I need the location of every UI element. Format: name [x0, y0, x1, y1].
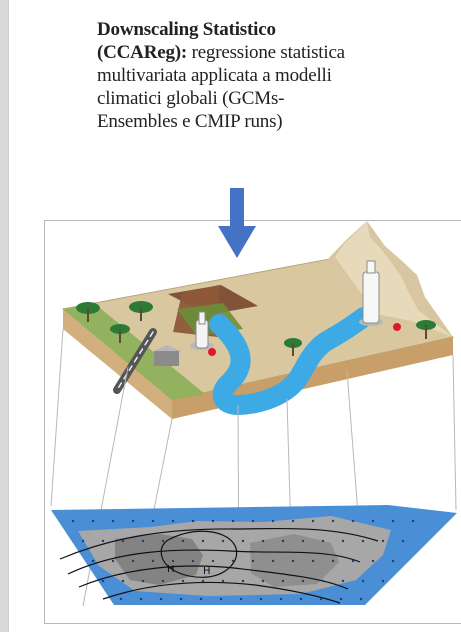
- red-marker-icon: [393, 323, 401, 331]
- slide-canvas: Downscaling Statistico (CCAReg): regress…: [8, 0, 461, 632]
- weather-station-icon: [190, 311, 214, 350]
- title-line-2: (CCAReg): regressione statistica: [97, 41, 447, 64]
- down-arrow-svg: [218, 188, 256, 258]
- slide-title: Downscaling Statistico (CCAReg): regress…: [97, 18, 447, 133]
- terrain-block: [61, 221, 455, 419]
- down-arrow-icon: [218, 188, 256, 258]
- title-line-1: Downscaling Statistico: [97, 18, 447, 41]
- downscaling-illustration: H H: [44, 220, 461, 624]
- weather-station-icon: [359, 260, 383, 326]
- svg-text:H: H: [203, 566, 211, 577]
- title-line-4: climatici globali (GCMs-: [97, 88, 285, 109]
- title-line-5: Ensembles e CMIP runs): [97, 111, 283, 132]
- title-bold-text: Downscaling Statistico: [97, 19, 276, 40]
- gcm-grid-plane: H H: [51, 505, 457, 605]
- svg-text:H: H: [167, 564, 175, 575]
- title-bold-paren: (CCAReg):: [97, 42, 187, 63]
- red-marker-icon: [208, 348, 216, 356]
- house-icon: [153, 345, 181, 366]
- tree-icon: [76, 301, 436, 356]
- title-line1-rest: regressione statistica: [191, 42, 346, 63]
- downscaling-diagram-svg: H H: [50, 221, 457, 607]
- title-line-3: multivariata applicata a modelli: [97, 65, 332, 86]
